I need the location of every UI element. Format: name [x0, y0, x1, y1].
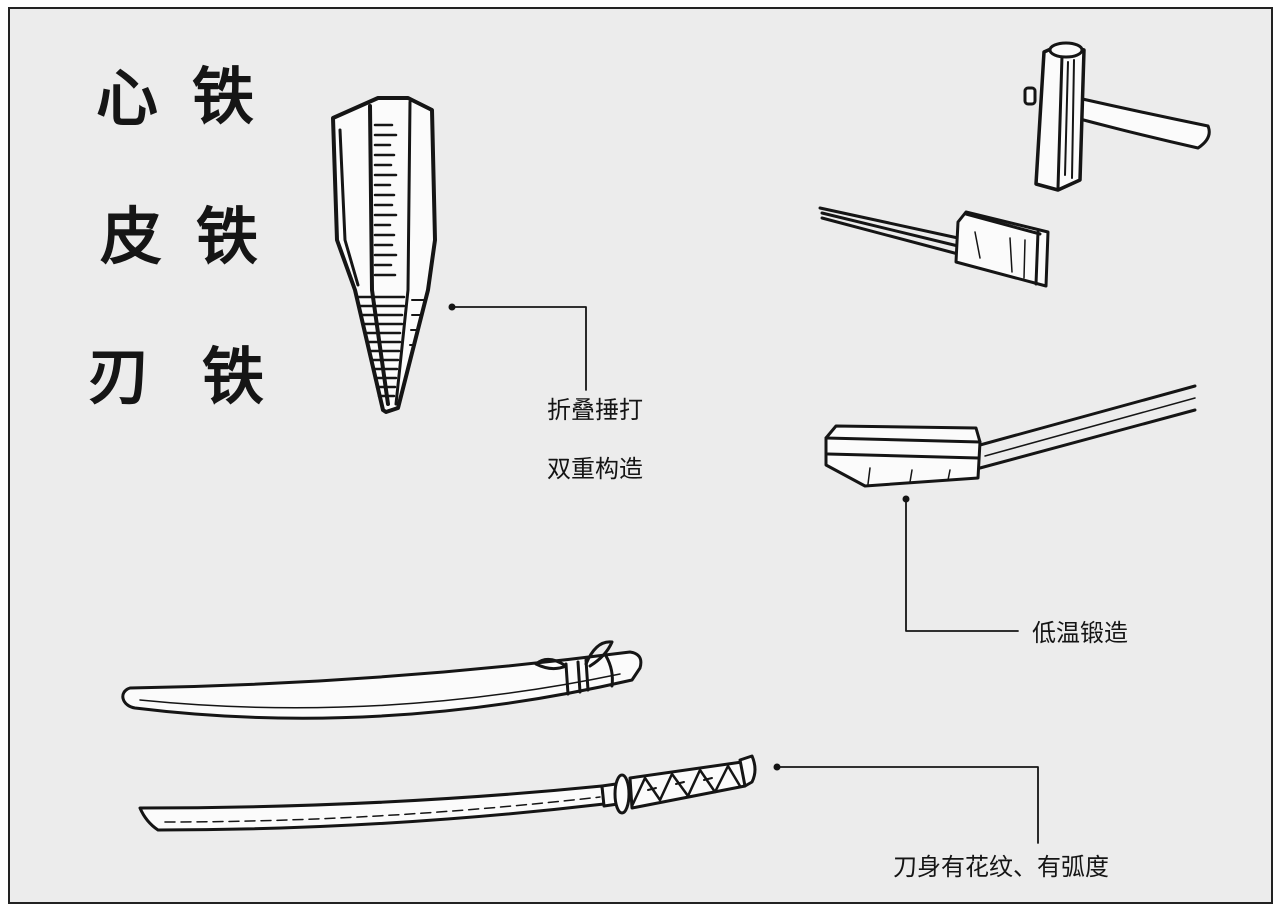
- katana-drawing: [138, 754, 757, 832]
- label-double-structure: 双重构造: [547, 455, 643, 483]
- label-low-temp-forging: 低温锻造: [1032, 619, 1128, 647]
- calligraphy-iron-char-2: 铁: [195, 200, 258, 273]
- calligraphy-core-char: 心: [95, 62, 158, 135]
- hammer-drawing: [1023, 41, 1211, 192]
- label-blade-pattern-curve: 刀身有花纹、有弧度: [893, 853, 1109, 881]
- calligraphy-edge-char: 刃: [87, 340, 150, 413]
- leader-line-low-temp: [902, 495, 1019, 632]
- calligraphy-iron-char-1: 铁: [191, 60, 254, 133]
- leader-line-folding: [448, 303, 587, 391]
- scabbard-drawing: [121, 640, 643, 720]
- leader-line-blade: [773, 763, 1039, 844]
- calligraphy-skin-char: 皮: [99, 200, 162, 273]
- label-folding-hammering: 折叠捶打: [547, 396, 643, 424]
- layered-billet-drawing: [331, 96, 437, 414]
- low-temp-block-drawing: [824, 384, 1197, 488]
- calligraphy-iron-char-3: 铁: [201, 340, 264, 413]
- tongs-block-drawing: [818, 206, 1050, 288]
